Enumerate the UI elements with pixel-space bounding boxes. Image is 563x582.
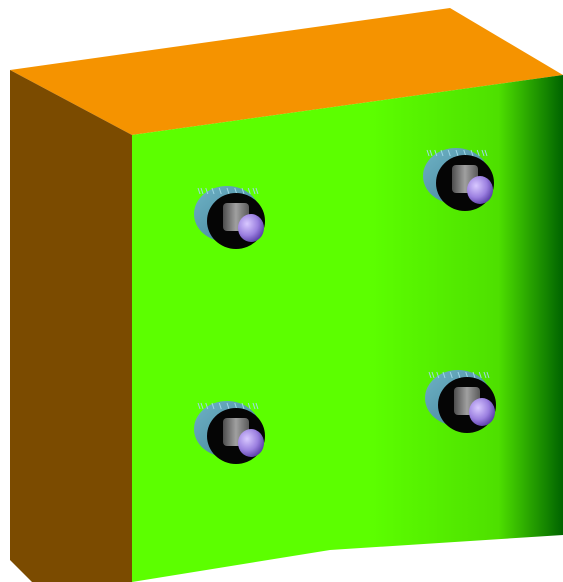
knurl-line bbox=[197, 187, 201, 195]
knurl-line bbox=[252, 402, 256, 410]
knurl-line bbox=[247, 187, 251, 195]
knurl-line bbox=[200, 402, 204, 410]
knurl-line bbox=[241, 402, 245, 410]
knurl-line bbox=[226, 187, 230, 195]
knurl-line bbox=[455, 149, 459, 157]
knurl-line bbox=[211, 402, 215, 410]
box-front-face[interactable] bbox=[132, 75, 563, 582]
knurl-line bbox=[457, 371, 461, 379]
knurl-line bbox=[447, 149, 451, 157]
knurl-line bbox=[197, 402, 201, 410]
knurl-line bbox=[226, 402, 230, 410]
knurl-line bbox=[478, 371, 482, 379]
knurl-line bbox=[431, 371, 435, 379]
screw-tip bbox=[238, 429, 264, 457]
knurl-line bbox=[476, 149, 480, 157]
knurl-line bbox=[436, 371, 440, 379]
knurl-line bbox=[200, 187, 204, 195]
knurl-line bbox=[429, 149, 433, 157]
screw-top-left[interactable] bbox=[194, 186, 265, 249]
knurl-line bbox=[252, 187, 256, 195]
knurl-line bbox=[486, 371, 490, 379]
knurl-line bbox=[440, 149, 444, 157]
screw-bottom-left[interactable] bbox=[194, 401, 265, 464]
knurl-line bbox=[255, 187, 259, 195]
screw-tip bbox=[238, 214, 264, 242]
knurl-line bbox=[205, 402, 209, 410]
screw-bottom-right[interactable] bbox=[425, 370, 496, 433]
box-left-face[interactable] bbox=[10, 70, 132, 582]
knurl-line bbox=[449, 371, 453, 379]
knurl-line bbox=[472, 371, 476, 379]
knurl-line bbox=[218, 187, 222, 195]
knurl-line bbox=[463, 149, 467, 157]
knurl-line bbox=[483, 371, 487, 379]
screw-tip bbox=[467, 176, 493, 204]
box-top-face[interactable] bbox=[10, 8, 563, 135]
knurl-line bbox=[218, 402, 222, 410]
knurl-line bbox=[234, 187, 238, 195]
screw-top-right[interactable] bbox=[423, 148, 494, 211]
knurl-line bbox=[255, 402, 259, 410]
knurl-line bbox=[428, 371, 432, 379]
knurl-line bbox=[465, 371, 469, 379]
knurl-line bbox=[481, 149, 485, 157]
knurl-line bbox=[247, 402, 251, 410]
knurl-line bbox=[470, 149, 474, 157]
knurl-line bbox=[442, 371, 446, 379]
screw-tip bbox=[469, 398, 495, 426]
screw-group bbox=[194, 148, 496, 464]
knurl-line bbox=[426, 149, 430, 157]
knurl-line bbox=[205, 187, 209, 195]
knurl-line bbox=[241, 187, 245, 195]
knurl-line bbox=[484, 149, 488, 157]
knurl-line bbox=[434, 149, 438, 157]
knurl-line bbox=[211, 187, 215, 195]
knurl-line bbox=[234, 402, 238, 410]
